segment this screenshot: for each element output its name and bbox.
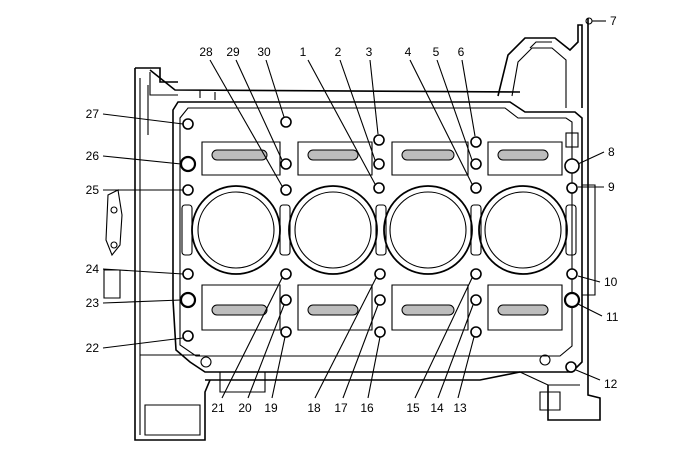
cylinder-bores [181, 132, 579, 331]
bolt-hole-26 [179, 155, 197, 173]
bolt-hole-30 [280, 116, 292, 128]
callout-28: 28 [199, 45, 213, 59]
bolt-hole-16 [374, 326, 386, 338]
callout-11: 11 [606, 310, 619, 324]
bolt-hole-6 [470, 136, 482, 148]
coolant-slot [470, 204, 482, 256]
passage-square [565, 132, 579, 148]
bolt-hole-24 [182, 268, 194, 280]
callout-labels: 1 2 3 4 5 6 7 8 9 10 11 12 13 14 15 16 1… [86, 14, 619, 415]
bolt-hole-22 [182, 330, 194, 342]
coolant-slot [279, 204, 291, 256]
callout-2: 2 [335, 45, 342, 59]
bolt-hole-5 [470, 158, 482, 170]
cylinder-2 [288, 141, 378, 331]
bolt-hole-3 [373, 134, 385, 146]
callout-9: 9 [608, 180, 615, 194]
callout-16: 16 [360, 401, 374, 415]
bolt-hole-12 [565, 361, 577, 373]
callout-26: 26 [86, 149, 100, 163]
cylinder-4 [478, 141, 568, 331]
callout-27: 27 [86, 107, 100, 121]
bolt-hole-4 [470, 182, 482, 194]
callout-18: 18 [307, 401, 321, 415]
bolt-hole-11 [563, 291, 581, 309]
bolt-hole-15 [470, 268, 482, 280]
bolt-hole-9 [566, 182, 578, 194]
bolt-hole-13 [470, 326, 482, 338]
bolt-hole-20 [280, 294, 292, 306]
bolt-hole-29 [280, 158, 292, 170]
callout-23: 23 [86, 296, 100, 310]
bolt-hole-1 [373, 182, 385, 194]
callout-22: 22 [86, 341, 100, 355]
callout-1: 1 [300, 45, 307, 59]
engine-block-outline [103, 18, 601, 441]
callout-7: 7 [610, 14, 617, 28]
cylinder-3 [383, 141, 473, 331]
callout-5: 5 [433, 45, 440, 59]
bolt-hole-27 [182, 118, 194, 130]
bolt-hole-25 [182, 184, 194, 196]
bolt-holes [179, 17, 593, 373]
callout-12: 12 [604, 377, 618, 391]
callout-3: 3 [366, 45, 373, 59]
callout-25: 25 [86, 183, 100, 197]
bolt-hole-2 [373, 158, 385, 170]
callout-15: 15 [406, 401, 420, 415]
leader-lines [102, 20, 606, 399]
callout-6: 6 [458, 45, 465, 59]
coolant-slot [375, 204, 387, 256]
callout-29: 29 [226, 45, 240, 59]
callout-8: 8 [608, 145, 615, 159]
bolt-hole-10 [566, 268, 578, 280]
cylinder-1 [191, 141, 281, 331]
bolt-hole-18 [374, 268, 386, 280]
coolant-slot [565, 204, 577, 256]
callout-20: 20 [238, 401, 252, 415]
callout-17: 17 [334, 401, 348, 415]
callout-4: 4 [405, 45, 412, 59]
bolt-hole-14 [470, 294, 482, 306]
bolt-hole-23 [179, 291, 197, 309]
bolt-hole-8 [564, 158, 580, 174]
callout-13: 13 [453, 401, 467, 415]
bolt-hole-19 [280, 326, 292, 338]
callout-10: 10 [604, 275, 618, 289]
callout-14: 14 [430, 401, 444, 415]
bolt-hole-28 [280, 184, 292, 196]
bolt-hole-17 [374, 294, 386, 306]
callout-30: 30 [257, 45, 271, 59]
coolant-slot [181, 204, 193, 256]
callout-24: 24 [86, 262, 100, 276]
bolt-hole-21 [280, 268, 292, 280]
callout-21: 21 [211, 401, 225, 415]
callout-19: 19 [264, 401, 278, 415]
